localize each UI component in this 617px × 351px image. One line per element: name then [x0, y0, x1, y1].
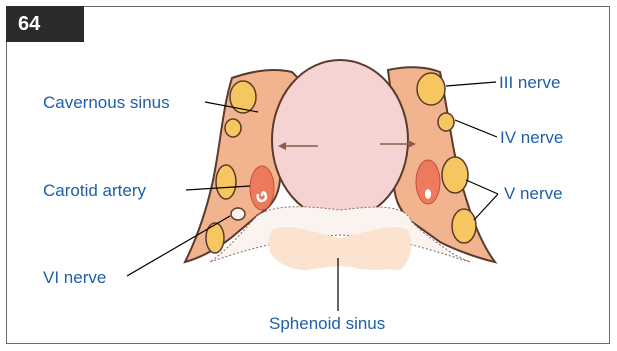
left-iv-nerve [225, 119, 241, 137]
label-iii-nerve: III nerve [499, 73, 560, 92]
left-v-nerve-upper [216, 165, 236, 199]
right-iii-nerve [417, 73, 445, 105]
left-vi-nerve [231, 208, 245, 220]
right-v-nerve-lower [452, 209, 476, 243]
pituitary-gland [272, 60, 408, 220]
label-vi-nerve: VI nerve [43, 268, 106, 287]
leader-v-nerve-lower [474, 194, 498, 220]
label-v-nerve: V nerve [504, 184, 563, 203]
label-sphenoid-sinus: Sphenoid sinus [269, 314, 385, 333]
label-iv-nerve: IV nerve [500, 128, 563, 147]
label-cavernous-sinus: Cavernous sinus [43, 93, 170, 112]
left-iii-nerve [230, 81, 256, 113]
right-carotid-lumen-icon [425, 189, 431, 199]
label-carotid-artery: Carotid artery [43, 181, 146, 200]
right-v-nerve-upper [442, 157, 468, 193]
leader-iii-nerve [446, 82, 496, 86]
leader-v-nerve-upper [466, 180, 498, 194]
left-v-nerve-lower [206, 223, 224, 253]
right-iv-nerve [438, 113, 454, 131]
leader-iv-nerve [455, 120, 497, 137]
left-carotid-artery [250, 166, 274, 210]
